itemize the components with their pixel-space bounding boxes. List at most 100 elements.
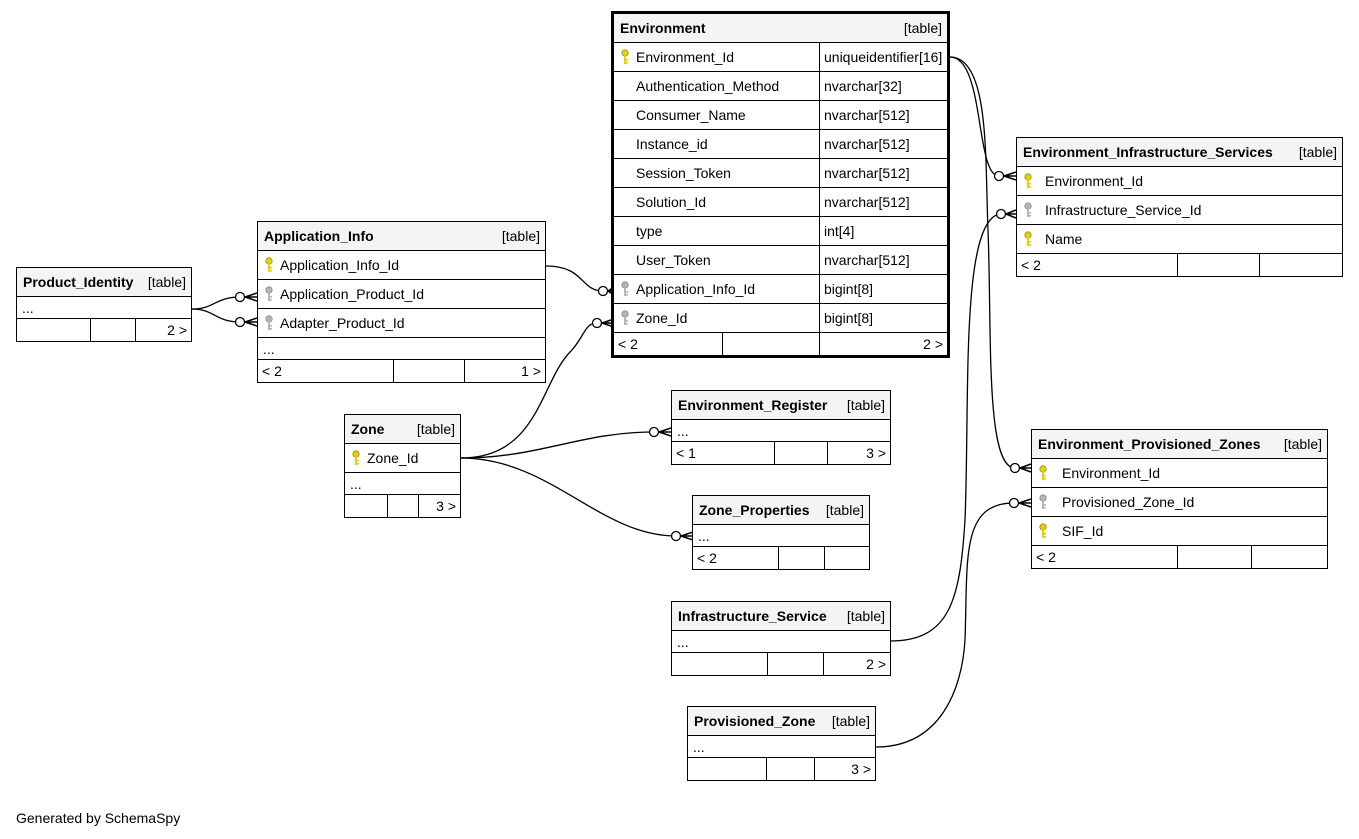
table-type: [table]: [846, 397, 885, 413]
footer-middle: [1177, 546, 1251, 568]
table-row: Session_Token nvarchar[512]: [614, 159, 947, 188]
table-type: [table]: [416, 421, 455, 437]
table-header: Environment_Register [table]: [672, 391, 890, 420]
table-row: Name: [1017, 225, 1342, 254]
table-footer: < 2 1 >: [258, 360, 545, 382]
child-count: 3 >: [814, 758, 875, 780]
table-row: SIF_Id: [1032, 517, 1327, 546]
table-name: Environment: [620, 20, 706, 36]
column-name: Adapter_Product_Id: [280, 315, 405, 331]
table-row: Application_Info_Id bigint[8]: [614, 275, 947, 304]
parent-count: < 2: [1021, 257, 1041, 273]
zero-cardinality-marker: [1008, 497, 1020, 509]
collapsed-columns: ...: [258, 338, 545, 360]
column-name: User_Token: [636, 252, 711, 268]
table-environment-infrastructure-services[interactable]: Environment_Infrastructure_Services [tab…: [1016, 137, 1343, 277]
table-environment-register[interactable]: Environment_Register [table] ... < 1 3 >: [671, 390, 891, 465]
table-footer: < 2: [1032, 546, 1327, 568]
foreign-key-icon: [1032, 494, 1054, 510]
table-zone[interactable]: Zone [table] Zone_Id ... 3 >: [344, 414, 461, 518]
zero-cardinality-marker: [234, 316, 246, 328]
primary-key-icon: [258, 257, 280, 273]
column-datatype: int[4]: [819, 217, 854, 245]
table-footer: < 2 2 >: [614, 333, 947, 355]
table-zone-properties[interactable]: Zone_Properties [table] ... < 2: [692, 495, 870, 570]
collapsed-columns: ...: [672, 631, 890, 653]
table-row: Environment_Id: [1032, 459, 1327, 488]
table-type: [table]: [501, 228, 540, 244]
table-type: [table]: [903, 20, 942, 36]
zero-cardinality-marker: [1009, 462, 1021, 474]
table-product-identity[interactable]: Product_Identity [table] ... 2 >: [16, 267, 192, 342]
table-header: Environment [table]: [614, 14, 947, 43]
column-name: Provisioned_Zone_Id: [1062, 494, 1195, 510]
footer-middle: [1177, 254, 1259, 276]
column-name: Authentication_Method: [636, 78, 780, 94]
parent-count: [17, 319, 90, 341]
parent-count: < 2: [618, 336, 638, 352]
relationship-line: [875, 502, 1015, 748]
foreign-key-icon: [258, 315, 280, 331]
table-footer: 2 >: [17, 319, 191, 341]
relationship-line: [949, 56, 1000, 177]
table-footer: < 2: [693, 547, 869, 569]
column-datatype: nvarchar[512]: [819, 246, 910, 274]
column-datatype: bigint[8]: [819, 275, 873, 303]
table-type: [table]: [846, 608, 885, 624]
footer-middle: [722, 333, 819, 355]
foreign-key-icon: [1017, 202, 1039, 218]
parent-count: < 2: [697, 550, 717, 566]
table-name: Product_Identity: [23, 274, 134, 290]
footer-middle: [767, 653, 823, 675]
table-name: Zone_Properties: [699, 502, 810, 518]
table-header: Provisioned_Zone [table]: [688, 707, 875, 736]
relationship-line: [949, 56, 1016, 469]
footer-middle: [766, 758, 814, 780]
table-environment-provisioned-zones[interactable]: Environment_Provisioned_Zones [table] En…: [1031, 429, 1328, 569]
child-count: 2 >: [819, 333, 947, 355]
zero-cardinality-marker: [995, 208, 1007, 220]
table-infrastructure-service[interactable]: Infrastructure_Service [table] ... 2 >: [671, 601, 891, 676]
table-type: [table]: [1298, 144, 1337, 160]
foreign-key-icon: [258, 286, 280, 302]
column-name: Instance_id: [636, 136, 708, 152]
column-datatype: nvarchar[32]: [819, 72, 902, 100]
column-name: SIF_Id: [1062, 523, 1104, 539]
column-name: Zone_Id: [636, 310, 688, 326]
collapsed-columns: ...: [345, 473, 460, 495]
column-name: type: [636, 223, 663, 239]
table-name: Environment_Register: [678, 397, 828, 413]
crow-foot-marker: [1005, 209, 1017, 219]
generated-by-caption: Generated by SchemaSpy: [16, 810, 181, 826]
table-header: Environment_Infrastructure_Services [tab…: [1017, 138, 1342, 167]
column-datatype: nvarchar[512]: [819, 101, 910, 129]
table-environment[interactable]: Environment [table] Environment_Id uniqu…: [611, 11, 950, 358]
collapsed-columns: ...: [693, 525, 869, 547]
parent-count: < 1: [676, 445, 696, 461]
crow-foot-marker: [1018, 498, 1032, 508]
table-row: Instance_id nvarchar[512]: [614, 130, 947, 159]
relationship-line: [460, 457, 677, 537]
primary-key-icon: [1017, 231, 1039, 247]
collapsed-columns: ...: [672, 420, 890, 442]
table-application-info[interactable]: Application_Info [table] Application_Inf…: [257, 221, 546, 383]
primary-key-icon: [614, 49, 636, 65]
table-header: Infrastructure_Service [table]: [672, 602, 890, 631]
column-name: Name: [1045, 231, 1083, 247]
crow-foot-marker: [1019, 463, 1032, 473]
table-name: Provisioned_Zone: [694, 713, 816, 729]
table-row: Consumer_Name nvarchar[512]: [614, 101, 947, 130]
primary-key-icon: [1032, 523, 1054, 539]
primary-key-icon: [345, 450, 367, 466]
column-name: Application_Info_Id: [280, 257, 400, 273]
relationship-line: [191, 308, 241, 323]
primary-key-icon: [1032, 465, 1054, 481]
table-provisioned-zone[interactable]: Provisioned_Zone [table] ... 3 >: [687, 706, 876, 781]
footer-middle: [774, 442, 827, 464]
table-footer: < 2: [1017, 254, 1342, 276]
crow-foot-marker: [658, 427, 672, 437]
table-row: Environment_Id: [1017, 167, 1342, 196]
table-row: Solution_Id nvarchar[512]: [614, 188, 947, 217]
column-name: Environment_Id: [1062, 465, 1161, 481]
column-name: Solution_Id: [636, 194, 707, 210]
